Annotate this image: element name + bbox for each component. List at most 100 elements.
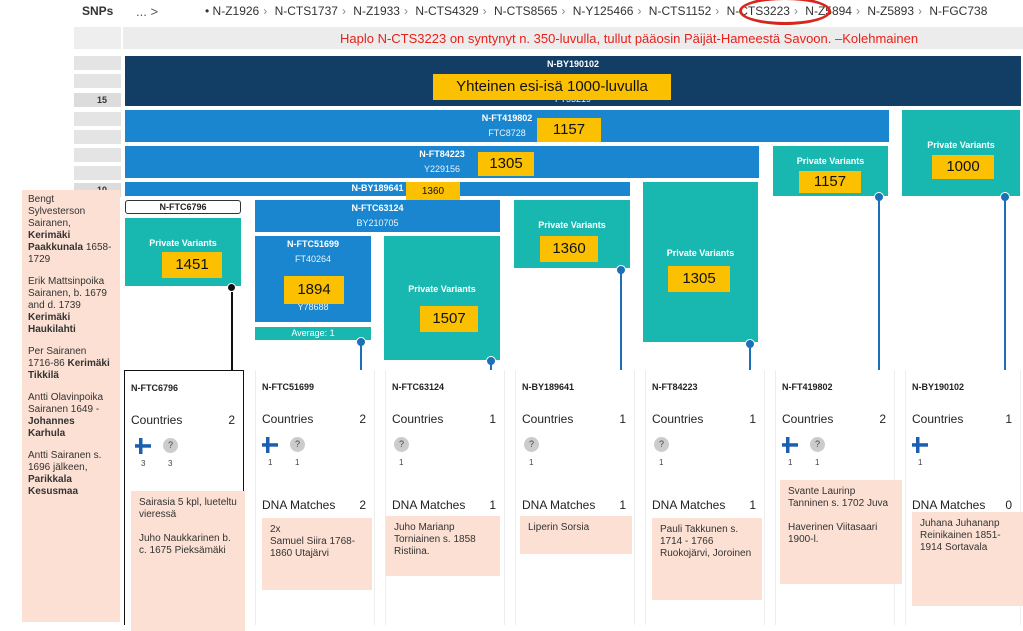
breadcrumb-ellipsis[interactable]: ... >: [136, 4, 159, 19]
node-sub: FT40264: [294, 254, 332, 264]
countries-value: 1: [1005, 412, 1012, 426]
dna-matches-value: 1: [619, 498, 626, 512]
countries-label: Countries: [131, 413, 183, 427]
year-badge: 1157: [537, 118, 601, 142]
country-count: 3: [168, 459, 173, 468]
countries-label: Countries: [782, 412, 834, 426]
countries-value: 2: [359, 412, 366, 426]
match-note: Svante Laurinp Tanninen s. 1702 Juva Hav…: [780, 480, 902, 584]
countries-value: 1: [489, 412, 496, 426]
private-label: Private Variants: [666, 248, 735, 258]
card-ftc51699[interactable]: N-FTC51699 Countries 2 ? 1 1 DNA Matches…: [255, 370, 375, 625]
left-ancestor-note: Bengt Sylvesterson Sairanen, Kerimäki Pa…: [22, 190, 120, 622]
dna-matches-value: 2: [359, 498, 366, 512]
match-note: Juho Marianp Torniainen s. 1858 Ristiina…: [386, 516, 500, 576]
top-bar: [0, 0, 1023, 26]
breadcrumb-item[interactable]: N-CTS4329: [415, 4, 479, 18]
country-count: 1: [788, 458, 793, 467]
year-badge: 1507: [420, 306, 478, 332]
private-label: Private Variants: [149, 238, 217, 248]
country-count: 1: [268, 458, 273, 467]
match-note: Pauli Takkunen s. 1714 - 1766 Ruokojärvi…: [652, 518, 762, 600]
card-title: N-FTC51699: [262, 382, 315, 392]
breadcrumb-item[interactable]: N-CTS1737: [274, 4, 338, 18]
node-sub: FTC8728: [488, 128, 526, 138]
match-note: Juhana Juhananp Reinikainen 1851-1914 So…: [912, 512, 1023, 606]
card-ftc63124[interactable]: N-FTC63124 Countries 1 ? 1 DNA Matches 1…: [385, 370, 505, 625]
level-gutter: [74, 56, 121, 70]
breadcrumb-item[interactable]: N-Z1926: [212, 4, 260, 18]
countries-label: Countries: [522, 412, 574, 426]
haplo-note: Haplo N-CTS3223 on syntynyt n. 350-luvul…: [340, 31, 919, 46]
card-by189641[interactable]: N-BY189641 Countries 1 ? 1 DNA Matches 1…: [515, 370, 635, 625]
country-count: 1: [918, 458, 923, 467]
year-badge: 1157: [799, 171, 861, 193]
breadcrumb-item[interactable]: N-Z1933: [353, 4, 400, 18]
ancestor-entry: Antti Sairanen s. 1696 jälkeen, Parikkal…: [28, 450, 102, 497]
finland-flag-icon: [262, 437, 278, 453]
dna-matches-value: 0: [1005, 498, 1012, 512]
match-note: 2x Samuel Siira 1768-1860 Utajärvi: [262, 518, 372, 590]
breadcrumb-item[interactable]: N-FGC738: [929, 4, 988, 18]
private-variants-by190102[interactable]: Private Variants: [902, 110, 1020, 196]
node-name: N-FTC51699: [286, 239, 340, 249]
finland-flag-icon: [135, 438, 151, 454]
card-by190102[interactable]: N-BY190102 Countries 1 1 DNA Matches 0 J…: [905, 370, 1023, 625]
dna-matches-label: DNA Matches: [522, 498, 596, 512]
card-title: N-FTC63124: [392, 382, 445, 392]
node-ft84223[interactable]: N-FT84223 Y229156: [125, 146, 759, 178]
annotation-bar: [123, 27, 1023, 49]
private-variants-ft84223[interactable]: Private Variants: [643, 182, 758, 342]
node-name: N-FT419802: [481, 113, 533, 123]
unknown-country-icon: ?: [290, 437, 305, 452]
node-ftc6796[interactable]: N-FTC6796: [125, 200, 241, 214]
card-ftc6796[interactable]: N-FTC6796 Countries 2 ? 3 3 5 Sairasia 5…: [124, 370, 245, 631]
ancestor-entry: Erik Mattsinpoika Sairanen, b. 1679 and …: [28, 276, 107, 335]
highlight-common-ancestor: Yhteinen esi-isä 1000-luvulla: [433, 74, 671, 100]
ancestor-entry: Antti Olavinpoika Sairanen 1649 - Johann…: [28, 392, 104, 439]
red-circle-annotation: [739, 0, 831, 25]
breadcrumb-item[interactable]: N-CTS1152: [648, 4, 712, 18]
breadcrumb-item[interactable]: N-Z5893: [867, 4, 915, 18]
private-variants-ftc63124[interactable]: Private Variants: [384, 236, 500, 360]
private-label: Private Variants: [927, 140, 995, 150]
year-badge: 1360: [540, 236, 598, 262]
node-by189641[interactable]: N-BY189641: [125, 182, 630, 196]
node-ftc63124[interactable]: N-FTC63124 BY210705: [255, 200, 500, 232]
level-gutter: [74, 74, 121, 88]
countries-value: 2: [879, 412, 886, 426]
connector-dot: [227, 283, 236, 292]
node-sub-2: Y78688: [297, 302, 329, 312]
average-bar: Average: 1: [255, 327, 371, 340]
country-count: 1: [529, 458, 534, 467]
dna-matches-value: 1: [489, 498, 496, 512]
country-count: 1: [815, 458, 820, 467]
node-name: N-FT84223: [419, 149, 465, 159]
dna-matches-value: 1: [749, 498, 756, 512]
node-ft419802[interactable]: N-FT419802 FTC8728: [125, 110, 889, 142]
private-label: Private Variants: [408, 284, 476, 294]
countries-label: Countries: [652, 412, 704, 426]
level-gutter: [74, 112, 121, 126]
year-badge: 1451: [162, 252, 222, 278]
ancestor-entry: Per Sairanen 1716-86 Kerimäki Tikkilä: [28, 346, 110, 381]
year-badge: 1894: [284, 276, 344, 304]
match-note: Liperin Sorsia: [520, 516, 632, 554]
card-title: N-FT419802: [782, 382, 833, 392]
finland-flag-icon: [912, 437, 928, 453]
connector-line: [749, 347, 751, 370]
breadcrumb-item[interactable]: N-CTS8565: [494, 4, 558, 18]
node-name: N-FTC63124: [351, 203, 404, 213]
unknown-country-icon: ?: [810, 437, 825, 452]
dna-matches-label: DNA Matches: [912, 498, 986, 512]
level-gutter: [74, 130, 121, 144]
card-title: N-BY190102: [912, 382, 965, 392]
year-badge: 1305: [668, 266, 730, 292]
level-label-15: 15: [74, 93, 121, 107]
card-ft419802[interactable]: N-FT419802 Countries 2 ? 1 1 Svante Laur…: [775, 370, 902, 625]
card-ft84223[interactable]: N-FT84223 Countries 1 ? 1 DNA Matches 1 …: [645, 370, 765, 625]
breadcrumb-item[interactable]: N-Y125466: [572, 4, 634, 18]
card-title: N-FT84223: [652, 382, 698, 392]
node-name: N-BY190102: [546, 59, 600, 69]
ancestor-entry: Bengt Sylvesterson Sairanen, Kerimäki Pa…: [28, 194, 112, 265]
